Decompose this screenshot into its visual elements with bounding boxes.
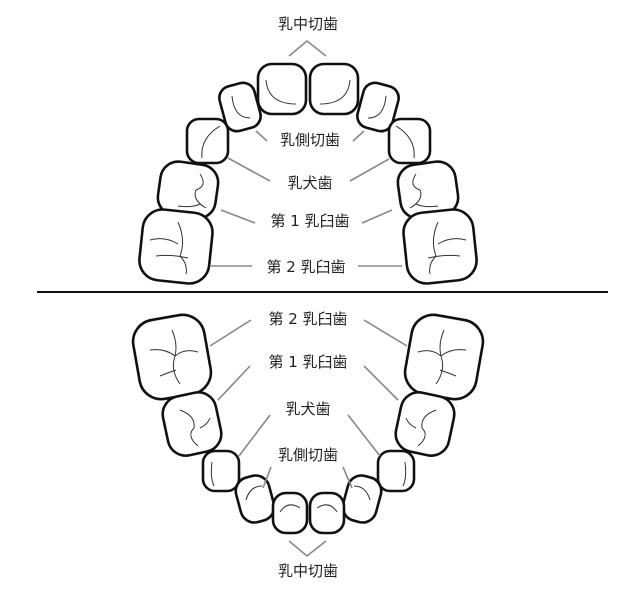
upper-second-molar-label: 第 2 乳臼歯 bbox=[266, 258, 345, 276]
upper-labels: 乳中切歯 乳側切歯 乳犬歯 第 1 乳臼歯 第 2 乳臼歯 bbox=[266, 15, 349, 276]
lower-lateral-incisor-label: 乳側切歯 bbox=[278, 446, 338, 464]
upper-canine-label: 乳犬歯 bbox=[287, 174, 332, 192]
lower-lateral-incisor-right bbox=[341, 474, 383, 524]
lower-central-incisor-label: 乳中切歯 bbox=[278, 562, 338, 580]
lower-central-incisor-left bbox=[271, 491, 309, 535]
upper-lateral-incisor-right bbox=[356, 81, 400, 133]
lower-central-incisor-right bbox=[308, 491, 346, 535]
upper-lateral-incisor-left bbox=[218, 81, 262, 133]
lower-second-molar-right bbox=[403, 313, 485, 401]
upper-first-molar-label: 第 1 乳臼歯 bbox=[270, 212, 349, 230]
upper-central-incisor-left bbox=[256, 62, 308, 116]
upper-second-molar-right bbox=[402, 208, 478, 285]
upper-central-incisor-right bbox=[308, 62, 360, 116]
lower-jaw bbox=[131, 313, 485, 535]
lower-first-molar-label: 第 1 乳臼歯 bbox=[268, 353, 347, 371]
lower-second-molar-left bbox=[131, 313, 213, 401]
upper-second-molar-left bbox=[138, 208, 214, 285]
upper-leader-lines bbox=[211, 39, 402, 267]
lower-canine-label: 乳犬歯 bbox=[285, 400, 330, 418]
lower-labels: 第 2 乳臼歯 第 1 乳臼歯 乳犬歯 乳側切歯 乳中切歯 bbox=[268, 310, 347, 580]
lower-lateral-incisor-left bbox=[234, 474, 276, 524]
lower-first-molar-right bbox=[394, 391, 456, 457]
upper-jaw bbox=[138, 62, 478, 285]
lower-second-molar-label: 第 2 乳臼歯 bbox=[268, 310, 347, 328]
upper-central-incisor-label: 乳中切歯 bbox=[278, 15, 338, 33]
upper-canine-left bbox=[185, 117, 230, 165]
lower-leader-lines bbox=[209, 319, 408, 558]
upper-lateral-incisor-label: 乳側切歯 bbox=[280, 131, 340, 149]
lower-canine-right bbox=[376, 449, 416, 493]
lower-first-molar-left bbox=[161, 391, 223, 457]
upper-canine-right bbox=[387, 117, 432, 165]
lower-canine-left bbox=[201, 449, 241, 493]
